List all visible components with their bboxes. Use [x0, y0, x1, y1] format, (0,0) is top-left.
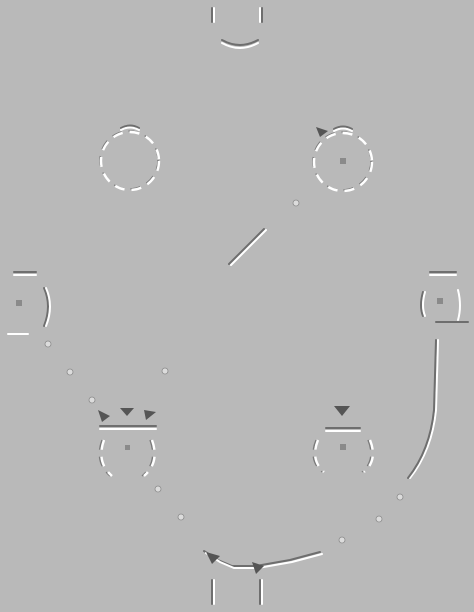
junction-dot	[396, 493, 404, 501]
node-mid-right	[420, 271, 469, 323]
arrowhead-icon	[144, 410, 156, 420]
node-upper-right	[312, 125, 374, 193]
junction-dot	[292, 199, 300, 207]
junction-dot	[66, 368, 74, 376]
node-glyph-icon	[437, 298, 443, 304]
junction-dot	[154, 485, 162, 493]
arrowhead-icon	[316, 127, 328, 137]
arrowhead-icon	[206, 552, 220, 564]
node-glyph-icon	[125, 445, 130, 450]
arrowhead-icon	[120, 408, 134, 416]
junction-dot	[88, 396, 96, 404]
node-glyph-icon	[16, 300, 22, 306]
node-glyph-icon	[340, 444, 346, 450]
node-mid-left	[7, 271, 52, 348]
edge-center-to-upper-right	[228, 199, 300, 266]
node-glyph-icon	[340, 158, 346, 164]
node-bottom	[203, 550, 323, 605]
node-lower-right	[312, 406, 383, 544]
node-lower-left	[98, 408, 185, 521]
node-top	[211, 7, 263, 49]
arrowhead-icon	[334, 406, 350, 416]
junction-dot	[375, 515, 383, 523]
junction-dot	[44, 340, 52, 348]
arrowhead-icon	[252, 562, 264, 574]
edge-mid-right-down	[396, 339, 439, 501]
junction-dot	[177, 513, 185, 521]
junction-dot	[161, 367, 169, 375]
junction-dot	[338, 536, 346, 544]
arrowhead-icon	[98, 410, 110, 422]
node-upper-left	[99, 124, 161, 192]
